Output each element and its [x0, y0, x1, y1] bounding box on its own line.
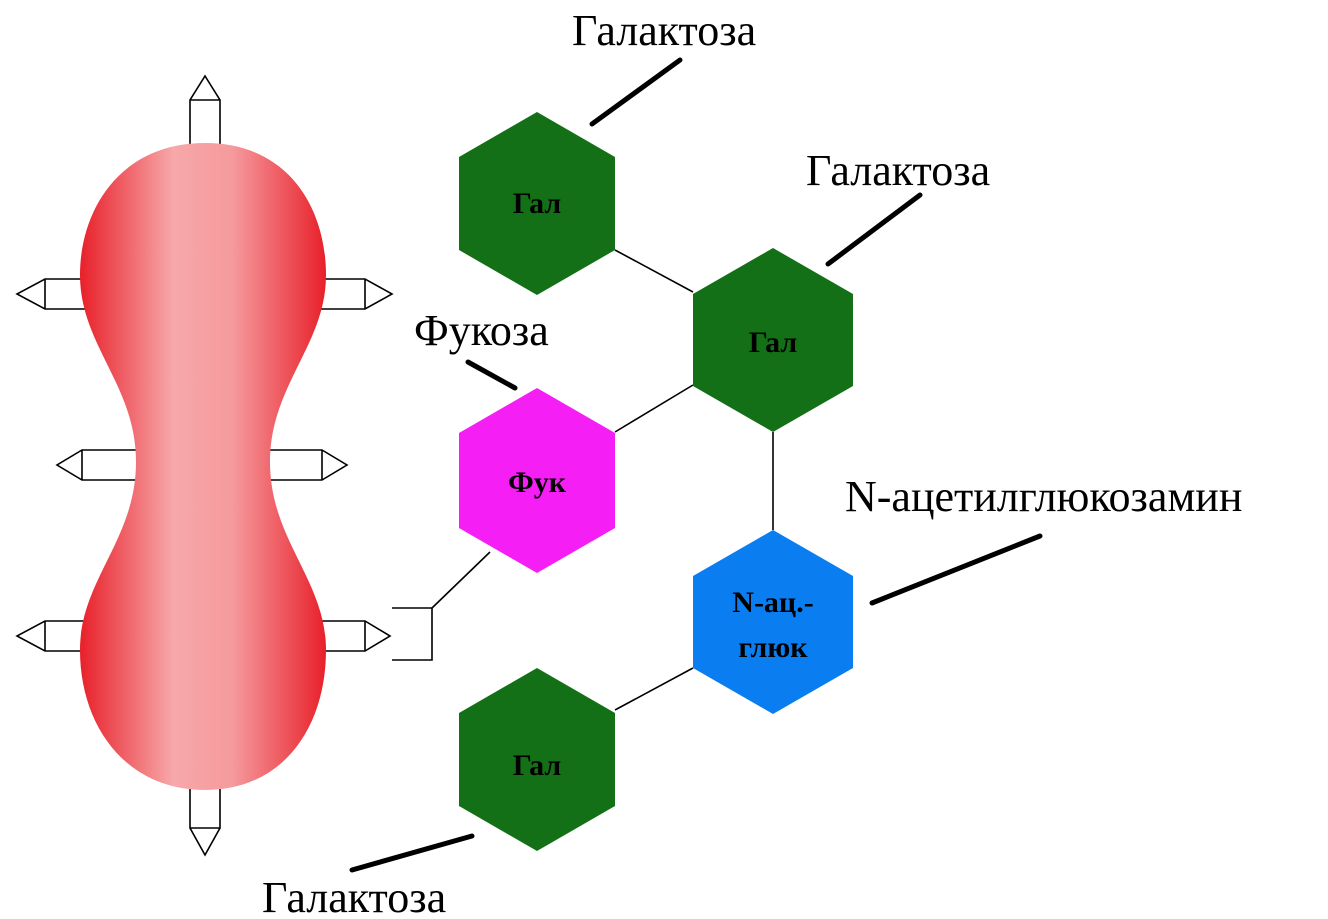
- antigen-spike-middle-left: [55, 449, 141, 481]
- red-blood-cell: [80, 143, 326, 790]
- residue-label: Гал: [513, 187, 562, 220]
- callout-fucose: Фукоза: [414, 306, 549, 355]
- galactose-hexagon: [693, 248, 853, 432]
- acetylglucosamine-hexagon: [693, 530, 853, 714]
- bond-galmid-fuc: [614, 384, 694, 433]
- glycosidic-bonds: [431, 249, 774, 711]
- residue-gal-middle: Гал: [693, 248, 853, 432]
- callout-n-acetylglucosamine: N-ацетилглюкозамин: [845, 472, 1242, 521]
- residue-label: Гал: [749, 326, 798, 359]
- callout-pointers: [349, 57, 1043, 873]
- cell-antigen-spikes: [15, 74, 394, 857]
- residue-label-line1: N-ац.-: [732, 586, 813, 619]
- galactose-hexagon: [459, 112, 615, 295]
- antigen-spike-middle-right: [267, 449, 349, 481]
- bond-fuc-cell: [431, 551, 491, 609]
- fucose-hexagon: [459, 388, 615, 573]
- bond-nacglc-galbottom: [614, 667, 694, 711]
- antigen-spike-top: [189, 74, 221, 151]
- callout-galactose-bottom: Галактоза: [262, 873, 446, 919]
- callout-galactose-middle: Галактоза: [806, 146, 990, 195]
- residue-gal-top: Гал: [459, 112, 615, 295]
- pointer-galactose-mid: [825, 192, 923, 267]
- pointer-galactose-bottom: [349, 833, 475, 873]
- callout-galactose-top: Галактоза: [572, 6, 756, 55]
- residue-label-line2: глюк: [738, 631, 808, 664]
- pointer-fucose: [465, 359, 518, 391]
- residue-fucose: Фук: [459, 388, 615, 573]
- residue-gal-bottom: Гал: [459, 668, 615, 851]
- residue-label: Фук: [508, 466, 567, 499]
- cell-attachment-bracket: [392, 607, 433, 661]
- bond-galtop-galmid: [614, 249, 694, 293]
- galactose-hexagon: [459, 668, 615, 851]
- residue-label: Гал: [513, 749, 562, 782]
- residue-n-acetylglucosamine: N-ац.- глюк: [693, 530, 853, 714]
- pointer-nacetylglucosamine: [869, 533, 1043, 606]
- pointer-galactose-top: [589, 57, 683, 127]
